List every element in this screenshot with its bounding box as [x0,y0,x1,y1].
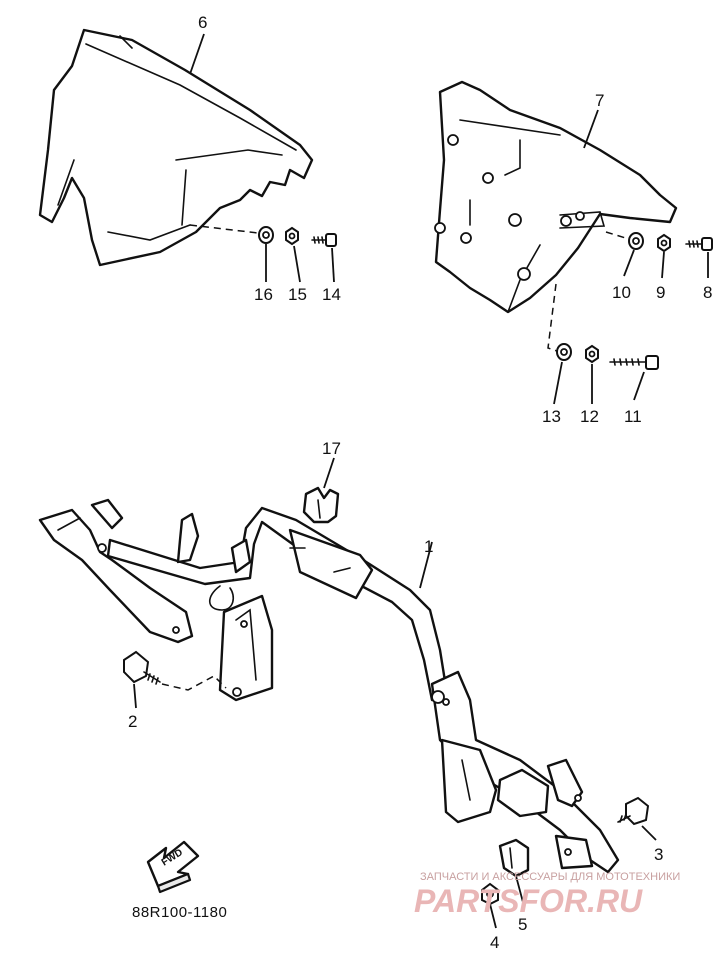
callout-4: 4 [490,933,499,952]
callout-12: 12 [580,407,599,426]
part-6-cowling-cover [38,28,314,267]
callout-2: 2 [128,712,137,731]
callout-16: 16 [254,285,273,304]
callout-6: 6 [198,13,207,32]
callout-3: 3 [654,845,663,864]
leader-lines [133,33,709,929]
diagram-code: 88R100-1180 [132,904,227,921]
part-5-damper [498,838,530,878]
dash-line-2 [161,675,227,691]
callout-14: 14 [322,285,341,304]
callout-7: 7 [595,91,604,110]
watermark-caption: ЗАПЧАСТИ И АКСЕССУАРЫ ДЛЯ МОТОТЕХНИКИ [420,871,680,883]
part-2-bolt [123,650,161,685]
callout-5: 5 [518,915,527,934]
part-8-bolt [685,237,713,251]
callout-1: 1 [424,537,433,556]
watermark-logo: PARTSFOR.RU [414,883,643,919]
part-14-bolt [311,233,337,247]
dash-line-7a [605,231,633,241]
part-13-grommet [556,343,572,361]
callout-11: 11 [624,407,642,426]
forward-arrow-icon: FWD [146,840,200,894]
part-7-side-panel [434,80,678,314]
callout-13: 13 [542,407,561,426]
callout-17: 17 [322,439,341,458]
part-9-collar [657,233,671,253]
part-1-cowling-stay [38,498,620,874]
part-16-grommet [258,226,274,244]
part-4-nut [481,882,499,906]
part-17-clip [302,486,340,524]
callout-15: 15 [288,285,307,304]
callout-8: 8 [703,283,712,302]
part-10-grommet [628,232,644,250]
callout-10: 10 [612,283,631,302]
part-12-collar [585,344,599,364]
part-11-bolt [609,355,659,370]
part-15-collar [285,226,299,246]
callout-9: 9 [656,283,665,302]
part-3-bolt [617,796,650,826]
dash-line-7b [547,283,561,353]
